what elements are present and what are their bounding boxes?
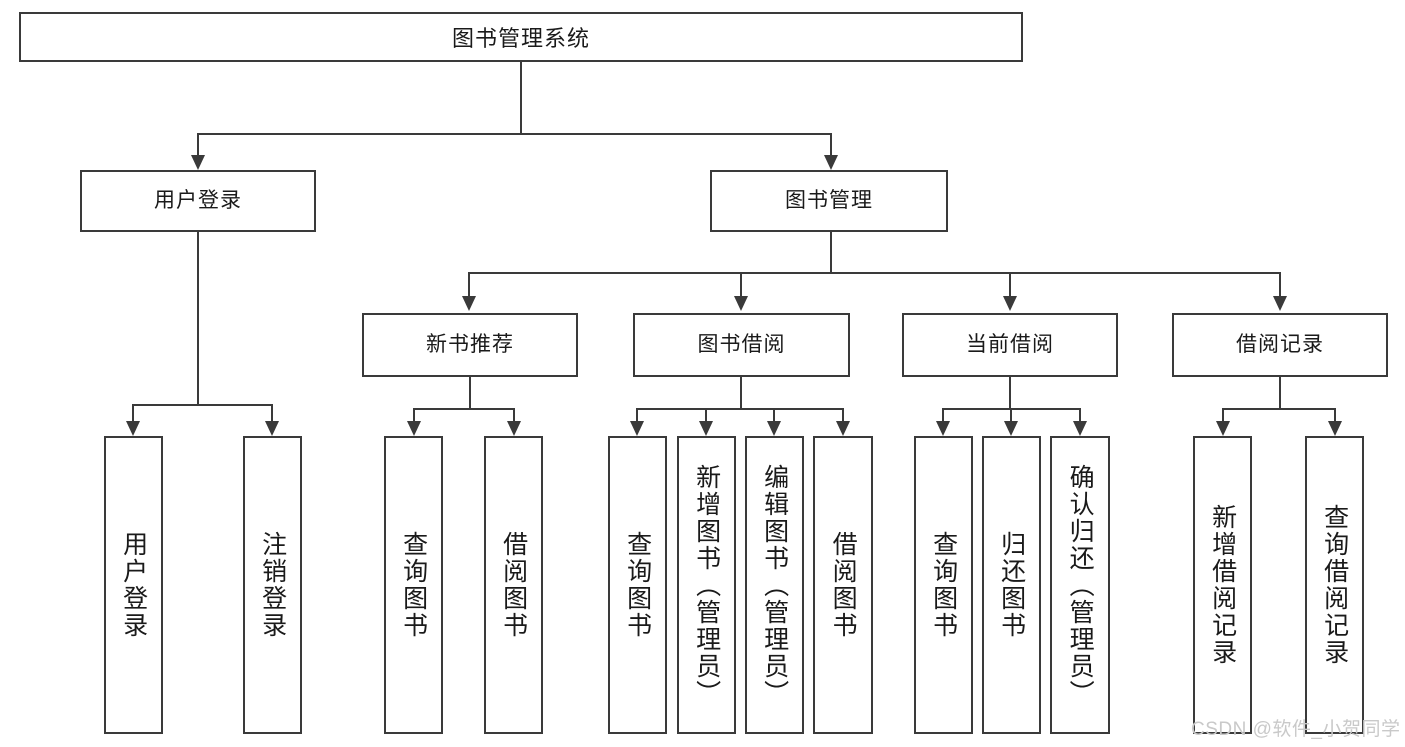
arrowhead-leaf-confirm-return-admin [1073, 421, 1087, 436]
node-book-borrow[interactable]: 图书借阅 [633, 313, 850, 377]
arrowhead-leaf-add-book-admin [699, 421, 713, 436]
connector-root-bus [198, 133, 832, 135]
leaf-query-book-1[interactable]: 查询图书 [384, 436, 443, 734]
arrowhead-leaf-user-login [126, 421, 140, 436]
leaf-borrow-book-1[interactable]: 借阅图书 [484, 436, 543, 734]
leaf-user-login[interactable]: 用户登录 [104, 436, 163, 734]
connector-user-login-stem [197, 232, 199, 404]
node-label: 确认归还（管理员） [1066, 463, 1095, 707]
leaf-query-book-2[interactable]: 查询图书 [608, 436, 667, 734]
node-label: 用户登录 [119, 531, 148, 639]
arrowhead-leaf-query-book-2 [630, 421, 644, 436]
node-current-borrow[interactable]: 当前借阅 [902, 313, 1118, 377]
node-label: 查询图书 [623, 531, 652, 639]
node-label: 查询图书 [399, 531, 428, 639]
connector-bb-bus [637, 408, 843, 410]
node-label: 图书借阅 [697, 333, 786, 357]
connector-bb-leaf4 [842, 408, 844, 421]
connector-cb-leaf1 [942, 408, 944, 421]
node-label: 借阅记录 [1236, 333, 1324, 357]
connector-book-mgmt-stem [830, 232, 832, 272]
arrowhead-borrow-record [1273, 296, 1287, 311]
arrowhead-leaf-return-book [1004, 421, 1018, 436]
leaf-add-borrow-record[interactable]: 新增借阅记录 [1193, 436, 1252, 734]
connector-cb-leaf3 [1079, 408, 1081, 421]
leaf-confirm-return-admin[interactable]: 确认归还（管理员） [1050, 436, 1110, 734]
arrowhead-leaf-query-book-1 [407, 421, 421, 436]
node-user-login[interactable]: 用户登录 [80, 170, 316, 232]
connector-bm-to-borrow-record [1279, 272, 1281, 296]
node-new-book-recommend[interactable]: 新书推荐 [362, 313, 578, 377]
node-label: 当前借阅 [966, 333, 1054, 357]
connector-root-stem [520, 62, 522, 133]
leaf-edit-book-admin[interactable]: 编辑图书（管理员） [745, 436, 804, 734]
node-label: 图书管理系统 [451, 26, 590, 51]
connector-root-to-book-management [830, 133, 832, 155]
connector-br-stem [1279, 377, 1281, 408]
connector-br-bus [1223, 408, 1336, 410]
node-label: 新增借阅记录 [1208, 504, 1237, 666]
arrowhead-leaf-add-borrow-record [1216, 421, 1230, 436]
node-label: 新书推荐 [426, 333, 514, 357]
connector-cb-bus [943, 408, 1081, 410]
node-label: 查询借阅记录 [1320, 504, 1349, 666]
leaf-query-book-3[interactable]: 查询图书 [914, 436, 973, 734]
connector-nbr-leaf2 [513, 408, 515, 421]
connector-br-leaf1 [1222, 408, 1224, 421]
arrowhead-book-management [824, 155, 838, 170]
node-label: 注销登录 [258, 531, 287, 639]
leaf-query-borrow-record[interactable]: 查询借阅记录 [1305, 436, 1364, 734]
connector-ul-leaf1 [132, 404, 134, 421]
node-label: 用户登录 [154, 189, 242, 213]
node-label: 借阅图书 [499, 531, 528, 639]
node-label: 查询图书 [929, 531, 958, 639]
connector-br-leaf2 [1334, 408, 1336, 421]
connector-bm-to-current-borrow [1009, 272, 1011, 296]
connector-user-login-bus [133, 404, 273, 406]
connector-cb-leaf2 [1010, 408, 1012, 421]
connector-bb-leaf3 [773, 408, 775, 421]
csdn-watermark: CSDN @软件_小贺同学 [1191, 719, 1401, 740]
connector-bb-leaf2 [705, 408, 707, 421]
connector-bb-stem [740, 377, 742, 408]
connector-book-mgmt-bus [469, 272, 1281, 274]
node-book-management[interactable]: 图书管理 [710, 170, 948, 232]
arrowhead-leaf-query-book-3 [936, 421, 950, 436]
connector-nbr-stem [469, 377, 471, 408]
node-borrow-record[interactable]: 借阅记录 [1172, 313, 1388, 377]
arrowhead-leaf-logout-login [265, 421, 279, 436]
leaf-add-book-admin[interactable]: 新增图书（管理员） [677, 436, 736, 734]
node-label: 借阅图书 [829, 531, 858, 639]
node-label: 编辑图书（管理员） [760, 463, 789, 707]
node-root-system[interactable]: 图书管理系统 [19, 12, 1023, 62]
arrowhead-leaf-borrow-book-1 [507, 421, 521, 436]
connector-cb-stem [1009, 377, 1011, 408]
connector-nbr-leaf1 [413, 408, 415, 421]
arrowhead-user-login [191, 155, 205, 170]
connector-bm-to-new-book [468, 272, 470, 296]
node-label: 图书管理 [785, 189, 873, 213]
node-label: 归还图书 [997, 531, 1026, 639]
connector-nbr-bus [414, 408, 515, 410]
node-label: 新增图书（管理员） [692, 463, 721, 707]
leaf-return-book[interactable]: 归还图书 [982, 436, 1041, 734]
leaf-logout-login[interactable]: 注销登录 [243, 436, 302, 734]
arrowhead-book-borrow [734, 296, 748, 311]
connector-ul-leaf2 [271, 404, 273, 421]
arrowhead-leaf-edit-book-admin [767, 421, 781, 436]
arrowhead-leaf-query-borrow-record [1328, 421, 1342, 436]
connector-root-to-user-login [197, 133, 199, 155]
arrowhead-current-borrow [1003, 296, 1017, 311]
arrowhead-leaf-borrow-book-2 [836, 421, 850, 436]
connector-bb-leaf1 [636, 408, 638, 421]
connector-bm-to-book-borrow [740, 272, 742, 296]
arrowhead-new-book-recommend [462, 296, 476, 311]
leaf-borrow-book-2[interactable]: 借阅图书 [813, 436, 873, 734]
